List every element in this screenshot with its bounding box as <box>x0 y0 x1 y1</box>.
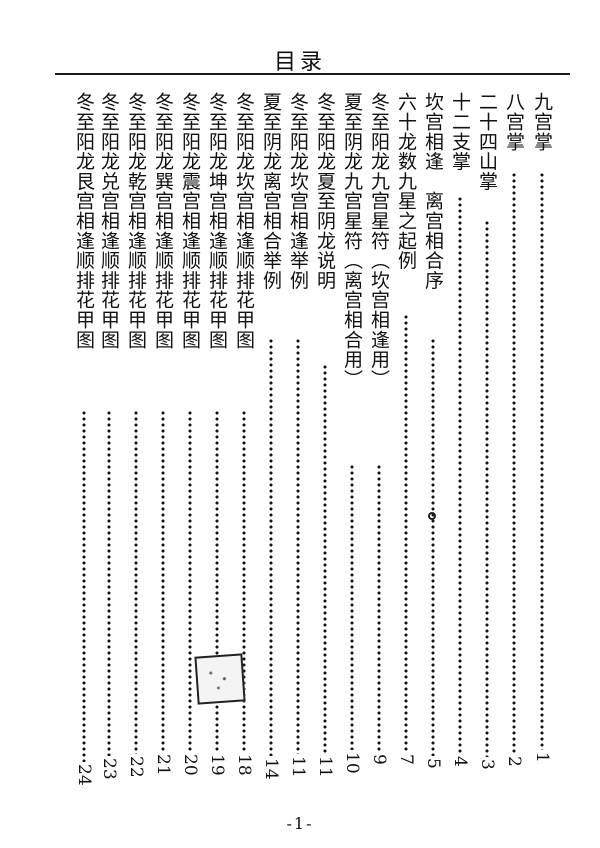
toc-entry-title: 冬至阳龙坎宫相逢顺排花甲图 <box>233 92 255 350</box>
toc-leader-dots <box>269 338 273 756</box>
toc-entry-title: 冬至阳龙九宫星符（坎宫相逢用） <box>368 92 390 389</box>
toc-entry-page: 7 <box>396 754 416 765</box>
toc-entry[interactable]: 冬至阳龙艮宫相逢顺排花甲图 24 <box>72 92 96 792</box>
toc-leader-dots <box>377 464 381 752</box>
toc-entry[interactable]: 冬至阳龙巽宫相逢顺排花甲图 21 <box>151 92 175 792</box>
title-rule <box>55 73 570 75</box>
toc-leader-dots <box>512 172 516 754</box>
toc-leader-dots <box>188 410 192 752</box>
page-title: 目录 <box>273 50 326 75</box>
toc-leader-dots <box>242 410 246 752</box>
toc-entry-title: 冬至阳龙巽宫相逢顺排花甲图 <box>152 92 174 350</box>
toc-entry-page: 21 <box>153 754 173 776</box>
toc-entry-page: 11 <box>288 756 308 778</box>
toc-entry-page: 2 <box>504 756 524 767</box>
toc-leader-dots <box>215 410 219 752</box>
toc-entry-title: 冬至阳龙震宫相逢顺排花甲图 <box>179 92 201 350</box>
page-number: -1- <box>286 814 314 833</box>
toc-entry-page: 22 <box>126 756 146 778</box>
toc-leader-dots <box>458 196 462 754</box>
toc-leader-dots <box>296 338 300 754</box>
toc-entry[interactable]: 冬至阳龙兑宫相逢顺排花甲图 23 <box>97 92 121 792</box>
toc-entry-page: 10 <box>342 752 362 774</box>
toc-entry-title: 冬至阳龙艮宫相逢顺排花甲图 <box>73 92 95 350</box>
toc-entry-page: 5 <box>423 758 443 769</box>
toc-leader-dots <box>323 364 327 754</box>
toc-entry-title: 冬至阳龙夏至阴龙说明 <box>314 92 336 290</box>
toc-entry[interactable]: 冬至阳龙坎宫相逢顺排花甲图 18 <box>232 92 256 792</box>
toc-entry-page: 18 <box>234 754 254 776</box>
toc-entry[interactable]: 冬至阳龙夏至阴龙说明 11 <box>313 92 337 792</box>
toc-entry[interactable]: 坎宫相逢 离宫相合序 5 <box>421 92 445 792</box>
toc-entry-title: 冬至阳龙坎宫相逢举例 <box>287 92 309 290</box>
toc-leader-dots <box>134 410 138 754</box>
toc-entry-page: 9 <box>369 754 389 765</box>
toc-entry[interactable]: 八宫掌 2 <box>502 92 526 792</box>
toc-entry-title: 坎宫相逢 离宫相合序 <box>422 92 444 290</box>
toc-entry-page: 20 <box>180 754 200 776</box>
toc-entry-page: 19 <box>207 754 227 776</box>
toc-entry[interactable]: 冬至阳龙九宫星符（坎宫相逢用） 9 <box>367 92 391 792</box>
toc-leader-dots <box>404 314 408 752</box>
toc-entry-page: 23 <box>99 758 119 780</box>
toc-leader-dots <box>107 410 111 756</box>
toc-entry-title: 八宫掌 <box>503 92 525 152</box>
toc-leader-dots <box>540 172 544 750</box>
toc-entry-title: 九宫掌 <box>531 92 553 152</box>
toc-entry-title: 六十龙数九星之起例 <box>395 92 417 271</box>
ink-speck <box>428 512 436 520</box>
toc-entry[interactable]: 九宫掌 1 <box>530 92 554 792</box>
toc-entry[interactable]: 冬至阳龙乾宫相逢顺排花甲图 22 <box>124 92 148 792</box>
toc-entry[interactable]: 冬至阳龙震宫相逢顺排花甲图 20 <box>178 92 202 792</box>
library-stamp <box>194 653 246 705</box>
toc-entry[interactable]: 冬至阳龙坤宫相逢顺排花甲图 19 <box>205 92 229 792</box>
toc-leader-dots <box>82 410 86 762</box>
toc-entry[interactable]: 六十龙数九星之起例 7 <box>394 92 418 792</box>
toc-entry-page: 3 <box>477 759 497 770</box>
toc-leader-dots <box>161 410 165 752</box>
toc-entry-page: 4 <box>450 756 470 767</box>
toc-leader-dots <box>350 464 354 750</box>
toc-leader-dots <box>431 338 435 756</box>
toc-entry[interactable]: 冬至阳龙坎宫相逢举例 11 <box>286 92 310 792</box>
toc-entry-title: 夏至阴龙离宫相合举例 <box>260 92 282 290</box>
toc-entry-title: 二十四山掌 <box>476 92 498 191</box>
toc-entry[interactable]: 二十四山掌 3 <box>475 92 499 792</box>
toc-entry[interactable]: 夏至阴龙离宫相合举例 14 <box>259 92 283 792</box>
toc-entry-page: 11 <box>315 756 335 778</box>
toc-entry-page: 14 <box>261 758 281 780</box>
toc-entry[interactable]: 十二支掌 4 <box>448 92 472 792</box>
toc-entry-title: 冬至阳龙乾宫相逢顺排花甲图 <box>125 92 147 350</box>
toc-entry-title: 十二支掌 <box>449 92 471 172</box>
toc-entry-title: 冬至阳龙坤宫相逢顺排花甲图 <box>206 92 228 350</box>
toc-entry[interactable]: 夏至阴龙九宫星符（离宫相合用） 10 <box>340 92 364 792</box>
toc-entry-page: 24 <box>74 764 94 786</box>
toc-entry-title: 夏至阴龙九宫星符（离宫相合用） <box>341 92 363 389</box>
toc-leader-dots <box>485 220 489 757</box>
toc-entry-title: 冬至阳龙兑宫相逢顺排花甲图 <box>98 92 120 350</box>
toc-entry-page: 1 <box>532 752 552 763</box>
